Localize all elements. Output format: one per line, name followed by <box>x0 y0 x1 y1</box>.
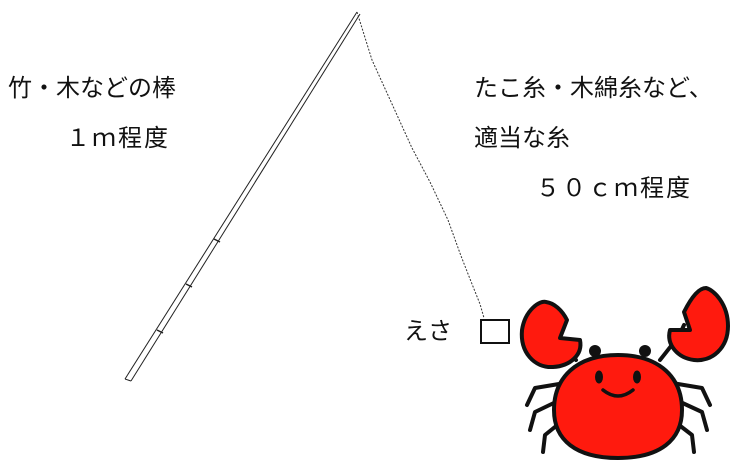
fishing-line <box>356 11 485 319</box>
rod-length-label: １ｍ程度 <box>66 124 170 152</box>
crab-eyes <box>589 345 651 357</box>
crab-face <box>595 370 641 398</box>
bait-square <box>480 319 510 344</box>
line-length-label: ５０ｃｍ程度 <box>536 174 692 202</box>
bait-label: えさ <box>404 317 452 345</box>
rod-stick <box>124 11 361 382</box>
line-label: たこ糸・木綿糸など、 <box>474 74 713 102</box>
line-type-label: 適当な糸 <box>474 124 570 152</box>
crab-icon <box>519 286 730 460</box>
rod-label: 竹・木などの棒 <box>8 74 176 102</box>
